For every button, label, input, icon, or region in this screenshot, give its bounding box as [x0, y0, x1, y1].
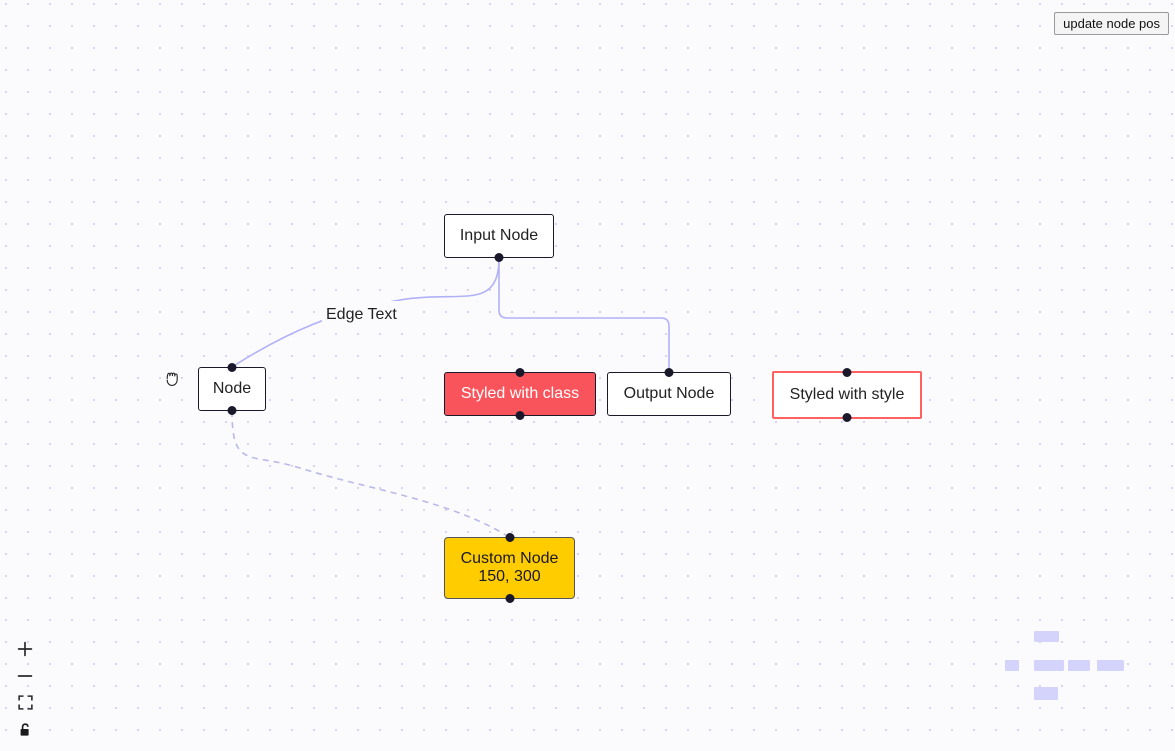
minimap-node [1005, 660, 1019, 671]
zoom-out-button[interactable] [11, 662, 39, 689]
node-label: Styled with class [460, 384, 580, 402]
edge-label-background [322, 301, 410, 324]
node-styled-with-class[interactable]: Styled with class [444, 368, 596, 420]
custom-node-title: Custom Node [460, 549, 559, 567]
edge-input-to-node [231, 257, 500, 368]
node-styled-with-style[interactable]: Styled with style [772, 368, 922, 422]
custom-node-position: 150, 300 [478, 568, 541, 585]
minimap-node [1034, 687, 1058, 700]
node-input-node[interactable]: Input Node [444, 214, 554, 262]
handle-source-bottom[interactable] [227, 406, 237, 415]
minimap[interactable] [993, 625, 1173, 711]
minimap-node [1034, 631, 1059, 642]
plus-icon [17, 641, 33, 656]
node-label: Styled with style [789, 385, 905, 403]
handle-source-bottom[interactable] [515, 411, 525, 420]
lock-button[interactable] [11, 716, 39, 743]
handle-target-top[interactable] [842, 368, 852, 377]
edge-label-text: Edge Text [326, 306, 397, 323]
minimap-node [1034, 660, 1064, 671]
node-custom-node[interactable]: Custom Node 150, 300 [444, 533, 575, 603]
node-output-node[interactable]: Output Node [607, 368, 731, 416]
node-label: Node [212, 379, 252, 397]
edge-input-to-output [498, 258, 670, 372]
lock-icon [20, 722, 29, 736]
fit-view-button[interactable] [11, 689, 39, 716]
update-node-pos-button[interactable]: update node pos [1054, 12, 1169, 35]
handle-target-top[interactable] [664, 368, 674, 377]
edge-node-to-custom [231, 410, 510, 538]
handle-source-bottom[interactable] [505, 594, 514, 603]
fit-view-icon [17, 695, 33, 710]
handle-target-top[interactable] [227, 363, 237, 372]
handle-source-bottom[interactable] [842, 413, 852, 422]
node-default-node[interactable]: Node [198, 363, 266, 415]
zoom-in-button[interactable] [11, 635, 39, 662]
flow-controls[interactable] [11, 635, 39, 743]
minimap-node [1097, 660, 1124, 671]
minus-icon [17, 674, 33, 677]
minimap-node [1068, 660, 1090, 671]
handle-target-top[interactable] [515, 368, 525, 377]
grab-hand-cursor [166, 372, 178, 386]
handle-source-bottom[interactable] [494, 253, 504, 262]
node-label: Input Node [459, 226, 539, 244]
handle-target-top[interactable] [505, 533, 514, 542]
node-label: Output Node [623, 384, 715, 402]
